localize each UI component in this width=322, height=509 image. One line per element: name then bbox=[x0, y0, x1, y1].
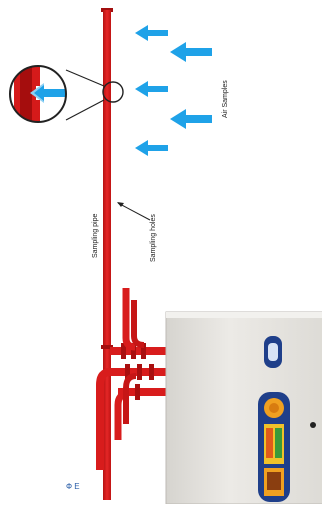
sampling-hole bbox=[112, 147, 114, 150]
detector-logo-badge bbox=[264, 336, 282, 368]
sampling-hole bbox=[112, 205, 114, 208]
magnifier-circle-icon bbox=[9, 65, 124, 123]
key-lock-icon bbox=[310, 422, 316, 428]
arrow-left-icon bbox=[170, 42, 212, 62]
corner-mark: Ф Е bbox=[66, 482, 80, 491]
arrow-left-icon bbox=[135, 140, 168, 156]
arrow-left-icon bbox=[135, 81, 168, 97]
sampling-holes-pointer bbox=[117, 202, 151, 221]
arrow-left-icon bbox=[170, 109, 212, 129]
sampling-hole bbox=[112, 88, 114, 91]
sampling-pipe-label: Sampling pipe bbox=[92, 213, 99, 258]
sampling-pipe bbox=[101, 8, 114, 360]
air-sample-arrows bbox=[135, 25, 212, 156]
sampling-holes-label: Sampling holes bbox=[150, 214, 157, 262]
sampling-hole bbox=[112, 33, 114, 36]
pipe-manifold bbox=[96, 288, 166, 500]
detector-front-panel bbox=[258, 392, 290, 502]
arrow-left-icon bbox=[135, 25, 168, 41]
detector-unit bbox=[165, 311, 322, 505]
air-samples-label: Air Samples bbox=[222, 80, 229, 118]
